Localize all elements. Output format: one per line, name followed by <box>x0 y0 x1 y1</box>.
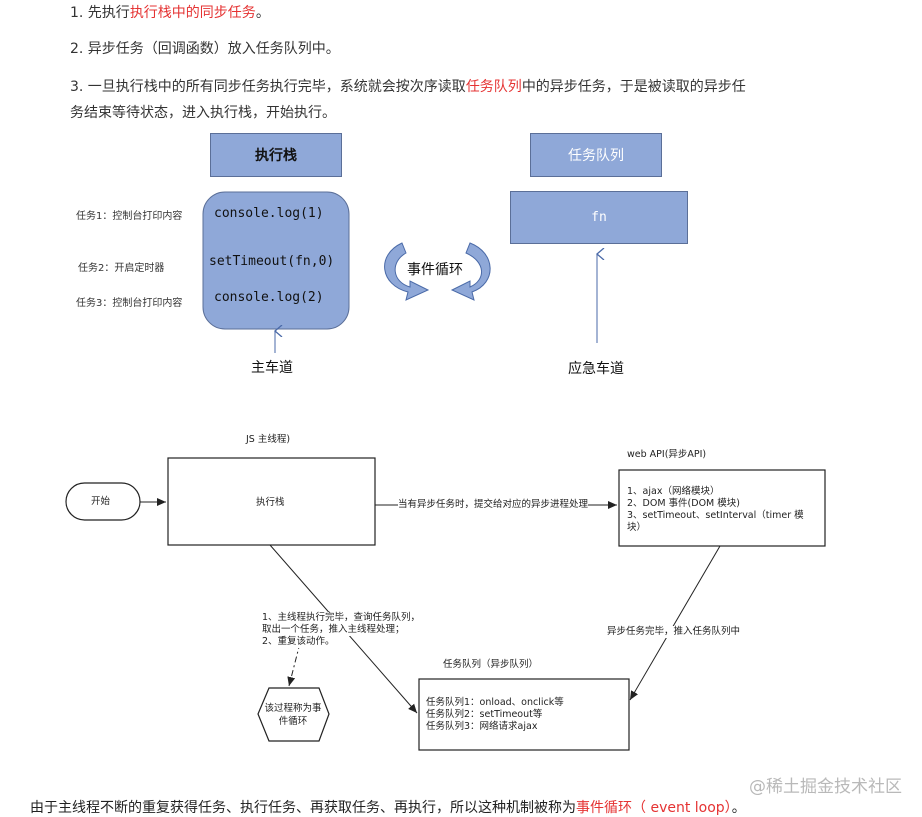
step-3-prefix: 3. 一旦执行栈中的所有同步任务执行完毕，系统就会按次序读取 <box>70 79 466 95</box>
step-1-suffix: 。 <box>255 5 270 21</box>
task-queue-item-3: 任务队列3：网络请求ajax <box>426 721 538 732</box>
stack-item-2: setTimeout(fn,0) <box>209 254 335 269</box>
webapi-box <box>618 469 826 547</box>
async-arrow-label: 当有异步任务时，提交给对应的异步进程处理 <box>398 499 589 511</box>
step-1: 1. 先执行执行栈中的同步任务。 <box>70 0 270 26</box>
task-label-1: 任务1：控制台打印内容 <box>76 211 183 222</box>
event-loop-label: 事件循环 <box>407 262 463 278</box>
footer-prefix: 由于主线程不断的重复获得任务、执行任务、再获取任务、再执行，所以这种机制被称为 <box>30 800 576 816</box>
step-3: 3. 一旦执行栈中的所有同步任务执行完毕，系统就会按次序读取任务队列中的异步任务… <box>70 74 746 100</box>
footer-suffix: 。 <box>731 800 746 816</box>
task-label-3: 任务3：控制台打印内容 <box>76 298 183 309</box>
step-2: 2. 异步任务（回调函数）放入任务队列中。 <box>70 41 340 57</box>
stack-title-box: 执行栈 <box>210 133 342 177</box>
step-3-suffix: 中的异步任务，于是被读取的异步任 <box>521 79 746 95</box>
step-3-highlight: 任务队列 <box>465 79 522 95</box>
step-1-highlight: 执行栈中的同步任务 <box>129 5 256 21</box>
js-thread-label: JS 主线程) <box>246 434 291 445</box>
queue-item: fn <box>591 210 607 225</box>
main-done-line-1: 1、主线程执行完毕，查询任务队列， <box>262 612 421 624</box>
event-loop-hexagon <box>257 687 330 742</box>
webapi-title: web API(异步API) <box>627 449 707 460</box>
main-lane-label: 主车道 <box>251 360 293 376</box>
webapi-item-2: 2、DOM 事件(DOM 模块) <box>627 498 740 509</box>
footer-highlight: 事件循环（ event loop） <box>576 800 732 816</box>
start-label: 开始 <box>91 496 111 507</box>
task-queue-item-2: 任务队列2：setTimeout等 <box>426 709 543 720</box>
step-3-line-2: 务结束等待状态，进入执行栈，开始执行。 <box>70 105 336 121</box>
task-queue-box <box>418 678 630 751</box>
stack-item-1: console.log(1) <box>214 206 324 221</box>
main-done-line-2: 取出一个任务，推入主线程处理； <box>262 624 405 636</box>
watermark: @稀土掘金技术社区 <box>749 777 902 797</box>
queue-item-box: fn <box>510 191 688 244</box>
async-complete-label: 异步任务完毕，推入任务队列中 <box>607 626 741 638</box>
queue-title: 任务队列 <box>568 148 624 164</box>
event-loop-hex-line-2: 件循环 <box>278 716 308 727</box>
loop-arrow-left <box>384 242 430 301</box>
task-label-2: 任务2：开启定时器 <box>78 263 165 274</box>
task-queue-title: 任务队列（异步队列） <box>443 659 539 670</box>
webapi-item-4: 块） <box>627 522 647 533</box>
loop-arrow-right <box>450 242 491 301</box>
step-1-prefix: 1. 先执行 <box>70 5 130 21</box>
webapi-item-3: 3、setTimeout、setInterval（timer 模 <box>627 510 804 521</box>
exec-stack-label: 执行栈 <box>256 497 285 508</box>
emergency-lane-label: 应急车道 <box>568 361 624 377</box>
webapi-item-1: 1、ajax（网络模块） <box>627 486 720 497</box>
footer-note: 由于主线程不断的重复获得任务、执行任务、再获取任务、再执行，所以这种机制被称为事… <box>30 797 746 817</box>
exec-stack-box <box>167 457 376 546</box>
main-done-line-3: 2、重复该动作。 <box>262 636 335 648</box>
event-loop-hex-line-1: 该过程称为事 <box>264 703 322 714</box>
queue-title-box: 任务队列 <box>530 133 662 177</box>
stack-title: 执行栈 <box>255 148 297 164</box>
task-queue-item-1: 任务队列1：onload、onclick等 <box>426 697 564 708</box>
stack-item-3: console.log(2) <box>214 290 324 305</box>
